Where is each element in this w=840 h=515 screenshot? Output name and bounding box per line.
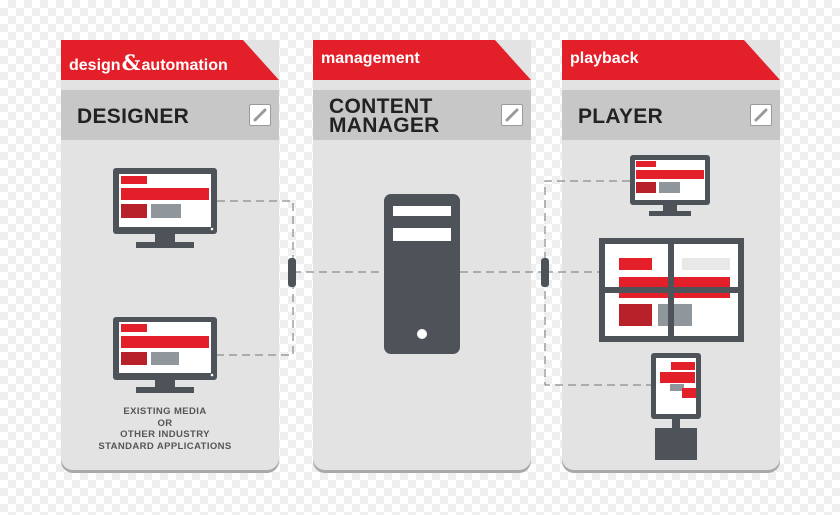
playback-tab: playback bbox=[562, 40, 780, 80]
desktop-monitor-icon bbox=[113, 317, 217, 393]
panel-header: CONTENT MANAGER bbox=[313, 90, 531, 140]
designer-tab: design&automation bbox=[61, 40, 279, 80]
pencil-edit-icon[interactable] bbox=[249, 104, 271, 126]
panel-header: PLAYER bbox=[562, 90, 780, 140]
tab-label: design&automation bbox=[69, 50, 228, 75]
panel-title: PLAYER bbox=[578, 105, 664, 128]
panel-header: DESIGNER bbox=[61, 90, 279, 140]
tab-label: management bbox=[321, 50, 420, 67]
desktop-monitor-icon bbox=[113, 168, 217, 248]
panel-title: CONTENT MANAGER bbox=[329, 95, 440, 137]
video-wall-icon bbox=[599, 238, 744, 342]
panel-title: DESIGNER bbox=[77, 105, 190, 128]
kiosk-icon bbox=[651, 353, 701, 460]
pencil-edit-icon[interactable] bbox=[750, 104, 772, 126]
connector-plug-icon bbox=[541, 258, 549, 287]
connector-plug-icon bbox=[288, 258, 296, 287]
content-manager-panel: management CONTENT MANAGER bbox=[313, 40, 531, 473]
management-tab: management bbox=[313, 40, 531, 80]
desktop-monitor-icon bbox=[630, 155, 710, 216]
designer-note: EXISTING MEDIA OR OTHER INDUSTRY STANDAR… bbox=[98, 406, 232, 452]
designer-panel: design&automation DESIGNER EXISTING MEDI… bbox=[61, 40, 279, 473]
tab-label: playback bbox=[570, 50, 639, 67]
pencil-edit-icon[interactable] bbox=[501, 104, 523, 126]
server-tower-icon bbox=[384, 194, 460, 354]
